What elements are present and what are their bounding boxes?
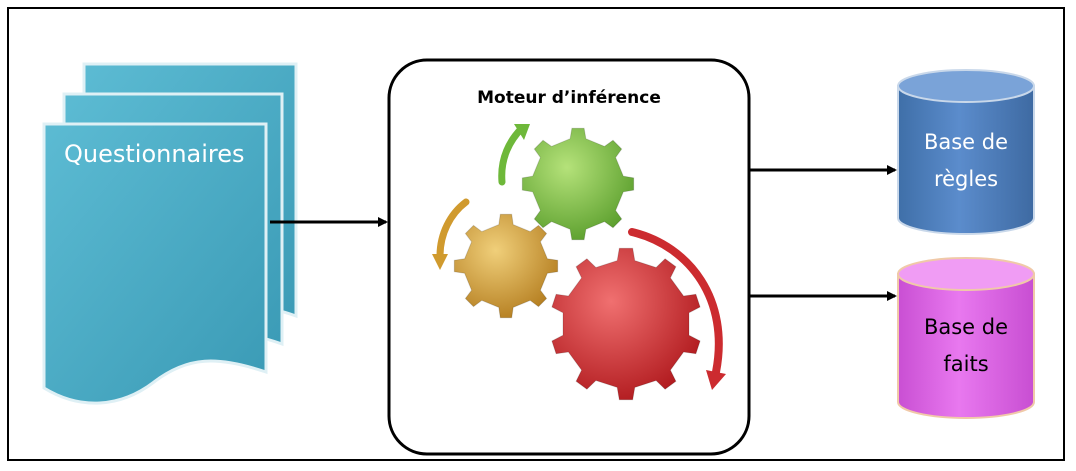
facts-database-cylinder [897, 257, 1035, 419]
facts-label-line2: faits [943, 352, 989, 376]
rules-label-line2: règles [933, 167, 999, 191]
gears-group [453, 127, 701, 401]
documents-stack [42, 62, 298, 405]
green-rotation-arrow-head [514, 124, 530, 140]
red-gear [551, 247, 701, 401]
rules-label-line1: Base de [923, 130, 1009, 154]
facts-database-label: Base de faits [900, 309, 1032, 383]
rules-database-cylinder [897, 69, 1035, 235]
documents-label: Questionnaires [64, 140, 245, 168]
rules-database-label: Base de règles [900, 124, 1032, 198]
inference-engine-title: Moteur d’inférence [477, 88, 661, 108]
gold-rotation-arrow-head [432, 254, 448, 270]
red-rotation-arrow-head [706, 370, 726, 390]
green-gear [521, 127, 635, 241]
gold-rotation-arrow [436, 198, 470, 260]
facts-label-line1: Base de [923, 315, 1009, 339]
gold-gear [453, 213, 559, 319]
red-rotation-arrow [628, 228, 723, 376]
document-front [42, 122, 268, 405]
